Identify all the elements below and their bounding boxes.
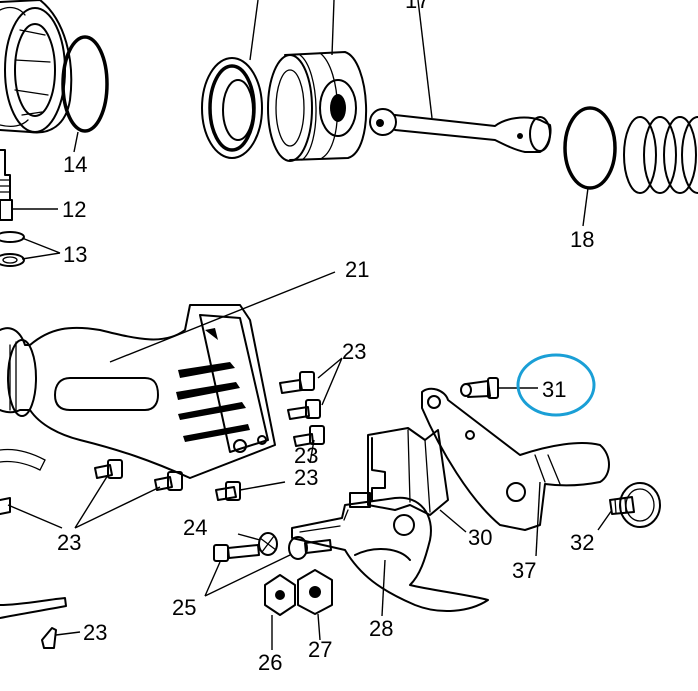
- spring-part: [623, 116, 698, 194]
- callout-23-upper: 23: [342, 339, 366, 364]
- connecting-rod-17: [369, 108, 552, 153]
- callout-26: 26: [258, 650, 282, 675]
- callout-25: 25: [172, 595, 196, 620]
- piston-part: [267, 51, 368, 162]
- callout-27: 27: [308, 637, 332, 662]
- handle-body-21: [0, 304, 276, 479]
- highlight-circle-31: [516, 353, 596, 417]
- lever-37: [421, 387, 610, 531]
- nut-27: [297, 569, 333, 615]
- callout-31: 31: [542, 377, 566, 402]
- washer-24: [258, 532, 278, 556]
- screws-25: [213, 536, 332, 562]
- callout-18: 18: [570, 227, 594, 252]
- leader-14: [73, 131, 79, 153]
- callout-23-right: 23: [294, 443, 318, 468]
- callout-21: 21: [345, 257, 369, 282]
- leader-top-b: [331, 0, 335, 56]
- o-ring-14: [61, 35, 109, 133]
- leaders-26-27: [271, 613, 321, 650]
- callout-23-mid: 23: [294, 465, 318, 490]
- blade-28: [291, 496, 489, 612]
- leader-24: [237, 533, 261, 541]
- callout-23-bottom: 23: [83, 620, 107, 645]
- leader-30: [439, 509, 467, 533]
- washers-13: [0, 231, 25, 267]
- seal-ring-part: [201, 57, 263, 159]
- leader-25: [204, 554, 291, 597]
- bracket-30: [349, 427, 449, 516]
- callout-17: 17: [405, 0, 429, 13]
- pin-31: [460, 377, 499, 399]
- screws-23-group: [0, 371, 325, 649]
- leader-37: [535, 481, 541, 557]
- callout-23-left: 23: [57, 530, 81, 555]
- callout-24: 24: [183, 515, 207, 540]
- nut-26: [264, 574, 296, 616]
- lever-fragment: [0, 597, 67, 619]
- leader-21: [109, 271, 336, 363]
- callout-14: 14: [63, 152, 87, 177]
- callout-30: 30: [468, 525, 492, 550]
- ring-18: [563, 106, 617, 190]
- leader-17: [417, 0, 433, 119]
- callout-12: 12: [62, 197, 86, 222]
- leader-18: [582, 187, 589, 227]
- callout-13: 13: [63, 242, 87, 267]
- leader-top-a: [249, 0, 259, 61]
- callout-28: 28: [369, 616, 393, 641]
- leader-28: [381, 559, 386, 617]
- leader-32: [597, 509, 613, 531]
- leaders-23: [7, 357, 343, 636]
- valve-stem-12: [0, 149, 13, 221]
- bolt-32: [609, 482, 661, 528]
- callout-37: 37: [512, 558, 536, 583]
- cylinder-housing-part: [0, 0, 73, 134]
- callout-32: 32: [570, 530, 594, 555]
- leader-13: [21, 237, 61, 260]
